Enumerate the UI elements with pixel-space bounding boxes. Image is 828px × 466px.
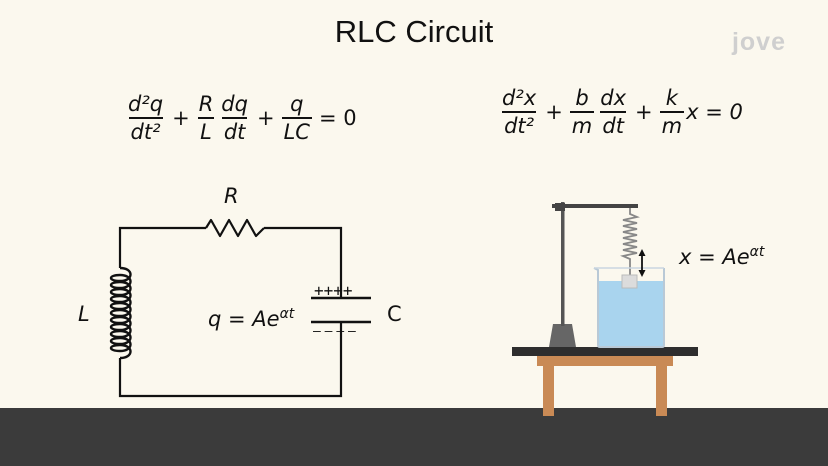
numerator: dx (600, 86, 627, 110)
denominator: dt (221, 117, 248, 144)
table-top (512, 347, 698, 356)
slide-title: RLC Circuit (334, 14, 494, 49)
positive-charges: ++++ (314, 281, 353, 300)
floor (0, 408, 828, 466)
displacement-exponent: αt (749, 244, 765, 260)
numerator: q (290, 92, 304, 116)
term-q-over-lc: q LC (281, 92, 312, 144)
numerator: d²x (502, 86, 537, 110)
spring-coil (620, 208, 640, 275)
denominator: m (569, 111, 595, 138)
displacement-solution: x = Aeαt (679, 244, 764, 269)
rlc-equation: d²q dt² + R L dq dt + q LC = 0 (124, 92, 362, 144)
table-apron (537, 356, 673, 366)
stand-arm (552, 204, 638, 208)
term-d2q-dt2: d²q dt² (126, 92, 165, 144)
plus-sign: + (256, 106, 275, 131)
beaker-glass (593, 267, 665, 348)
denominator: dt (600, 111, 626, 138)
denominator: dt² (502, 111, 537, 138)
term-r-over-l: R L (197, 92, 216, 144)
stand-rod (561, 202, 565, 326)
denominator: m (659, 111, 685, 138)
denominator: L (198, 117, 214, 144)
term-dq-dt: dq dt (219, 92, 250, 144)
term-b-over-m: b m (569, 86, 595, 138)
circuit-wires (118, 226, 343, 398)
numerator: d²q (128, 92, 164, 116)
beaker-water (598, 281, 664, 347)
plus-sign: + (545, 100, 563, 125)
term-k-over-m: k m (659, 86, 685, 138)
numerator: dq (221, 92, 248, 116)
equals-zero: = 0 (318, 106, 357, 131)
oscillation-arrow (638, 249, 646, 277)
term-d2x-dt2: d²x dt² (500, 86, 538, 138)
charge-exponent: αt (279, 306, 295, 322)
charge-solution-base: q = Ae (208, 307, 280, 331)
spring-equation: d²x dt² + b m dx dt + k m x = 0 (498, 86, 743, 138)
resistor-symbol (205, 218, 265, 238)
plus-sign: + (172, 106, 190, 131)
resistor-label: R (224, 184, 239, 208)
table-leg-right (656, 366, 667, 416)
negative-charges: – – – – (313, 322, 356, 338)
numerator: R (198, 92, 214, 116)
displacement-solution-base: x = Ae (679, 245, 750, 269)
stand-base (549, 324, 576, 347)
numerator: b (575, 86, 589, 110)
term-dx-dt: dx dt (598, 86, 628, 138)
capacitor-label: C (387, 302, 402, 326)
inductor-coil (109, 266, 132, 360)
plus-sign: + (635, 100, 653, 125)
x-equals-zero: x = 0 (686, 100, 743, 125)
charge-solution: q = Aeαt (208, 306, 294, 331)
inductor-label: L (78, 302, 90, 326)
numerator: k (665, 86, 678, 110)
hanging-mass (621, 274, 638, 289)
denominator: LC (281, 117, 312, 144)
jove-logo: jove (731, 28, 786, 56)
denominator: dt² (128, 117, 163, 144)
table-leg-left (543, 366, 554, 416)
